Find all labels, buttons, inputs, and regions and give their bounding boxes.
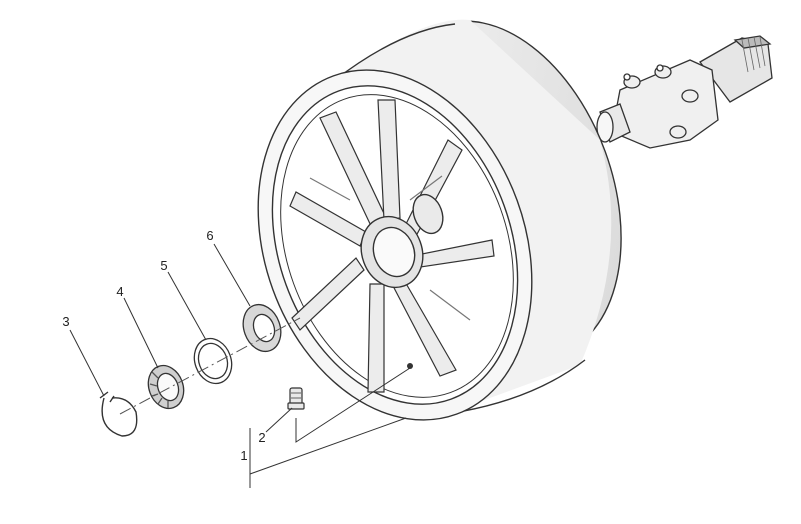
part-label-3: 3 bbox=[62, 314, 69, 329]
valve-stem-part bbox=[287, 387, 305, 410]
valve-hole bbox=[407, 363, 413, 369]
circlip-part bbox=[99, 391, 138, 437]
part-label-4: 4 bbox=[116, 284, 123, 299]
assembly-axis-line bbox=[119, 317, 301, 415]
part-label-1: 1 bbox=[240, 448, 247, 463]
part-labels: 1 2 3 4 5 6 bbox=[62, 228, 265, 463]
spacer-ring-part bbox=[193, 337, 233, 385]
wheel-hub-center bbox=[360, 193, 444, 289]
bearing-part bbox=[147, 364, 185, 410]
axle-hub bbox=[596, 35, 773, 149]
seal-part bbox=[242, 303, 282, 353]
part-label-5: 5 bbox=[160, 258, 167, 273]
wheel-rim bbox=[257, 19, 622, 421]
leader-lines bbox=[69, 243, 411, 488]
part-label-6: 6 bbox=[206, 228, 213, 243]
part-label-2: 2 bbox=[258, 430, 265, 445]
